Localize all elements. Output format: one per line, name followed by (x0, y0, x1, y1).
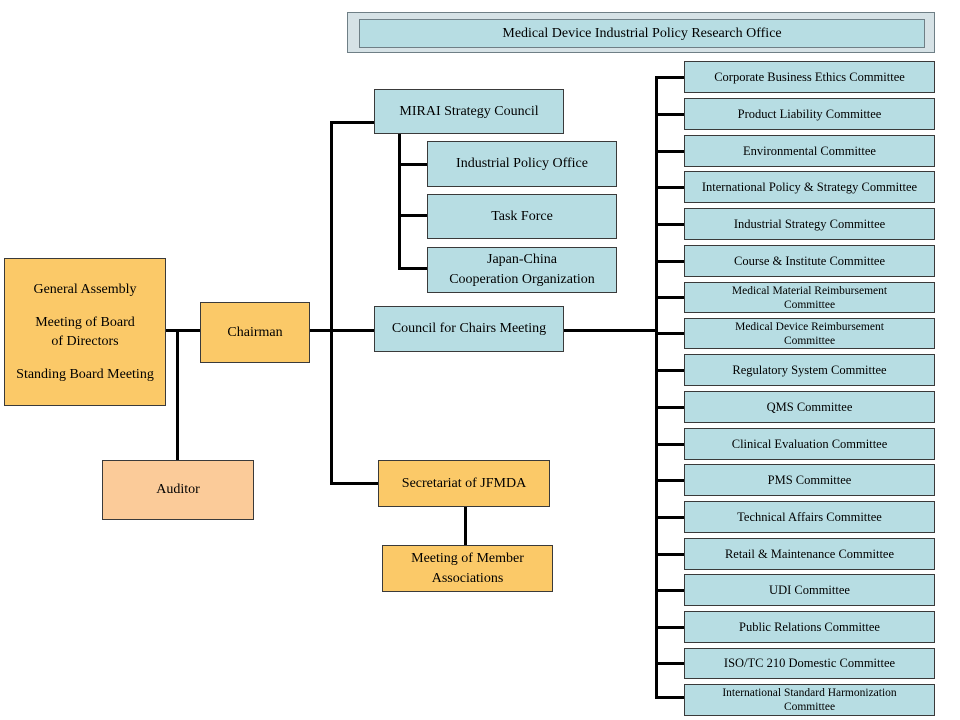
council-for-chairs-box: Council for Chairs Meeting (374, 306, 564, 352)
committee-box: Retail & Maintenance Committee (684, 538, 935, 570)
connector-committee-stub (655, 113, 685, 116)
connector-mirai-subtrunk (398, 133, 401, 270)
connector-committee-stub (655, 369, 685, 372)
connector-trunk-secretariat (330, 482, 379, 485)
japan-china-org-box: Japan-China Cooperation Organization (427, 247, 617, 293)
connector-committee-trunk (655, 76, 658, 699)
committee-box: Regulatory System Committee (684, 354, 935, 386)
mirai-strategy-council-label: MIRAI Strategy Council (399, 103, 539, 119)
connector-secretariat-members (464, 506, 467, 545)
committee-label: Technical Affairs Committee (737, 509, 882, 524)
connector-chairman-trunk (309, 329, 332, 332)
mirai-strategy-council-box: MIRAI Strategy Council (374, 89, 564, 134)
committee-label: Retail & Maintenance Committee (724, 546, 895, 561)
committee-box: Product Liability Committee (684, 98, 935, 130)
connector-council-committees (563, 329, 657, 332)
committee-box: International Policy & Strategy Committe… (684, 171, 935, 203)
connector-mirai-task-force (398, 214, 428, 217)
connector-mirai-policy-office (398, 163, 428, 166)
connector-committee-stub (655, 150, 685, 153)
connector-mirai-japan-china (398, 267, 428, 270)
committee-label: Medical Device Reimbursement Committee (735, 320, 884, 347)
committee-box: Corporate Business Ethics Committee (684, 61, 935, 93)
connector-committee-stub (655, 443, 685, 446)
research-office-banner: Medical Device Industrial Policy Researc… (347, 12, 935, 53)
member-associations-box: Meeting of Member Associations (382, 545, 553, 592)
committee-box: UDI Committee (684, 574, 935, 606)
auditor-label: Auditor (156, 482, 200, 497)
committee-label: Clinical Evaluation Committee (731, 436, 888, 451)
committee-label: PMS Committee (767, 472, 852, 487)
connector-committee-stub (655, 479, 685, 482)
committee-box: Course & Institute Committee (684, 245, 935, 277)
committee-box: QMS Committee (684, 391, 935, 423)
committee-label: Industrial Strategy Committee (733, 216, 886, 231)
connector-committee-stub (655, 186, 685, 189)
connector-trunk-mirai (330, 121, 374, 124)
committee-box: ISO/TC 210 Domestic Committee (684, 648, 935, 679)
committee-label: International Policy & Strategy Committe… (701, 179, 918, 194)
task-force-box: Task Force (427, 194, 617, 239)
connector-committee-stub (655, 516, 685, 519)
connector-committee-stub (655, 296, 685, 299)
connector-committee-stub (655, 406, 685, 409)
committee-label: Corporate Business Ethics Committee (714, 69, 905, 84)
committee-label: Medical Material Reimbursement Committee (731, 284, 888, 311)
connector-auditor (176, 329, 179, 460)
committee-label: Environmental Committee (743, 143, 876, 158)
japan-china-label-2: Cooperation Organization (449, 272, 595, 287)
connector-committee-stub (655, 76, 685, 79)
committee-label: Product Liability Committee (737, 106, 882, 121)
council-for-chairs-label: Council for Chairs Meeting (391, 321, 547, 336)
secretariat-box: Secretariat of JFMDA (378, 460, 550, 507)
connector-trunk-council (330, 329, 374, 332)
connector-committee-stub (655, 662, 685, 665)
committee-box: Medical Device Reimbursement Committee (684, 318, 935, 349)
standing-board-label: Standing Board Meeting (16, 367, 154, 382)
committee-label: QMS Committee (766, 399, 853, 414)
japan-china-label-1: Japan-China (487, 252, 557, 267)
member-associations-label-2: Associations (431, 570, 504, 586)
connector-main-trunk (330, 121, 333, 485)
committee-box: Industrial Strategy Committee (684, 208, 935, 240)
committee-label: Public Relations Committee (739, 619, 880, 634)
committee-box: Environmental Committee (684, 135, 935, 167)
general-assembly-label: General Assembly (33, 282, 137, 297)
chairman-label: Chairman (227, 324, 283, 340)
research-office-label: Medical Device Industrial Policy Researc… (359, 19, 925, 48)
industrial-policy-office-label: Industrial Policy Office (456, 156, 588, 171)
connector-committee-stub (655, 696, 685, 699)
connector-committee-stub (655, 223, 685, 226)
committee-label: UDI Committee (769, 582, 850, 597)
connector-committee-stub (655, 626, 685, 629)
board-meeting-label-2: of Directors (51, 334, 119, 349)
committee-box: Clinical Evaluation Committee (684, 428, 935, 460)
industrial-policy-office-box: Industrial Policy Office (427, 141, 617, 187)
member-associations-label-1: Meeting of Member (411, 550, 524, 566)
committee-label: ISO/TC 210 Domestic Committee (723, 656, 896, 670)
board-meeting-label-1: Meeting of Board (35, 315, 135, 330)
governance-box: General Assembly Meeting of Board of Dir… (4, 258, 166, 406)
committee-label: International Standard Harmonization Com… (722, 687, 897, 713)
connector-committee-stub (655, 260, 685, 263)
committee-label: Course & Institute Committee (733, 253, 886, 268)
connector-committee-stub (655, 332, 685, 335)
committee-box: Public Relations Committee (684, 611, 935, 643)
connector-committee-stub (655, 553, 685, 556)
connector-committee-stub (655, 589, 685, 592)
committee-box: Technical Affairs Committee (684, 501, 935, 533)
committee-box: Medical Material Reimbursement Committee (684, 282, 935, 313)
chairman-box: Chairman (200, 302, 310, 363)
committee-box: International Standard Harmonization Com… (684, 684, 935, 716)
auditor-box: Auditor (102, 460, 254, 520)
committee-label: Regulatory System Committee (732, 362, 887, 377)
task-force-label: Task Force (491, 208, 553, 224)
secretariat-label: Secretariat of JFMDA (401, 475, 527, 491)
connector-governance-chairman (165, 329, 201, 332)
committee-box: PMS Committee (684, 464, 935, 496)
